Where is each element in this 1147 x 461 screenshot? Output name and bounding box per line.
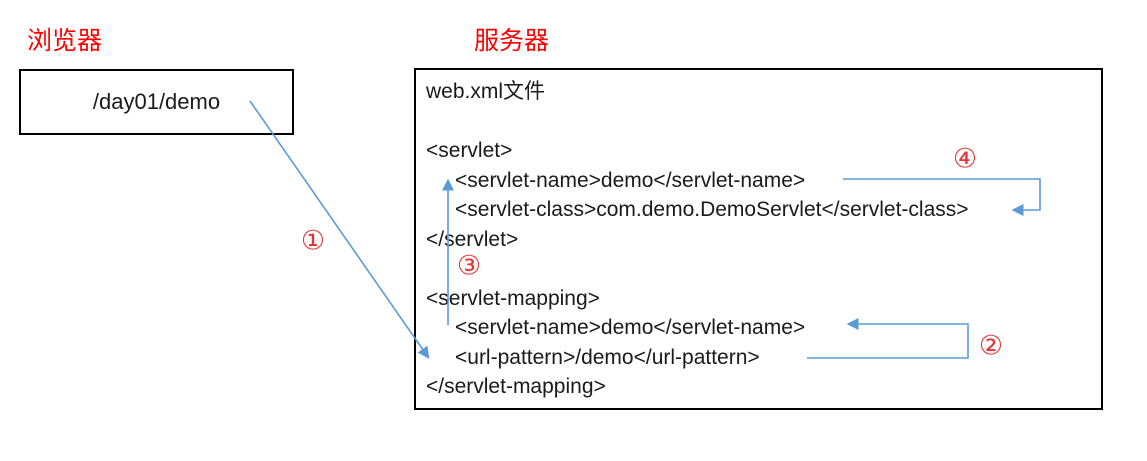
server-webxml-box: web.xml文件 <servlet> <servlet-name>demo</… <box>414 68 1103 410</box>
code-line-mapping-name: <servlet-name>demo</servlet-name> <box>455 316 806 339</box>
step-2-badge: ② <box>978 330 1004 362</box>
step-4-badge: ④ <box>952 143 978 175</box>
browser-label: 浏览器 <box>27 28 103 55</box>
code-line-servlet-close: </servlet> <box>426 227 519 251</box>
blank-line <box>416 107 1101 137</box>
server-label: 服务器 <box>474 28 550 55</box>
step-1-badge: ① <box>300 225 326 257</box>
code-line-servlet-open: <servlet> <box>426 139 513 162</box>
blank-line <box>416 254 1101 284</box>
browser-url-text: /day01/demo <box>92 89 221 114</box>
code-line-servlet-name: <servlet-name>demo</servlet-name> <box>455 168 806 192</box>
code-line-url-pattern: <url-pattern>/demo</url-pattern> <box>455 345 760 369</box>
code-line-servlet-class: <servlet-class>com.demo.DemoServlet</ser… <box>455 198 969 221</box>
arrow-1-request-line <box>249 100 430 359</box>
browser-url-box: /day01/demo <box>19 69 294 135</box>
step-3-badge: ③ <box>456 250 482 282</box>
webxml-file-title: web.xml文件 <box>426 80 546 103</box>
code-line-mapping-open: <servlet-mapping> <box>426 286 600 310</box>
code-line-mapping-close: </servlet-mapping> <box>426 375 606 398</box>
